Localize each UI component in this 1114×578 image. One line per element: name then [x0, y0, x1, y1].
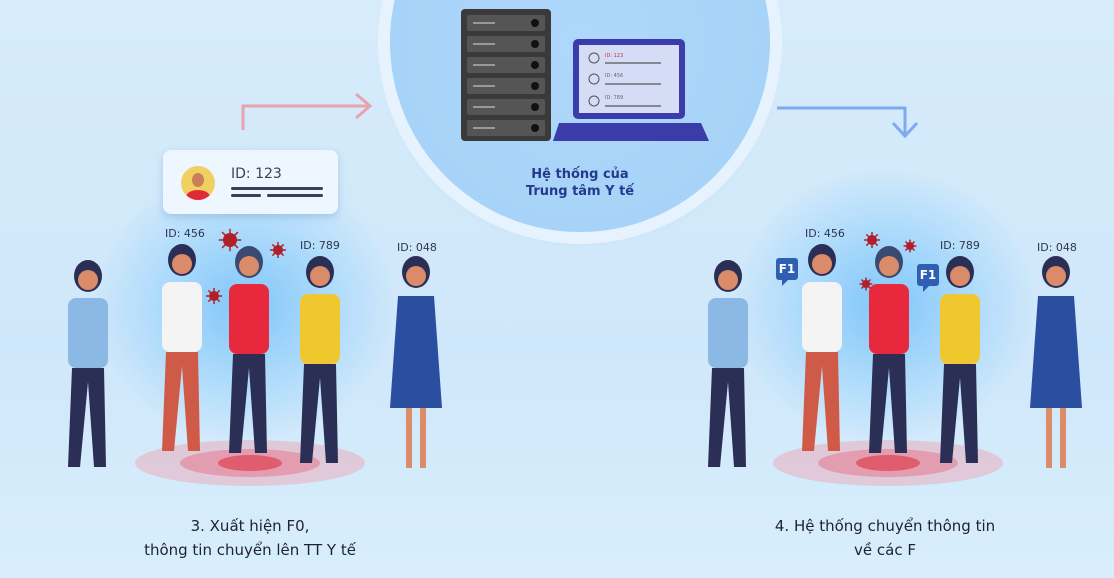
id-label: ID: 048 [397, 241, 437, 254]
caption-line: thông tin chuyển lên TT Y tế [144, 541, 356, 559]
server-laptop-illustration: ID: 123 ID: 456 ID: 789 [461, 9, 709, 141]
avatar [181, 166, 215, 200]
virus-icon [206, 288, 222, 304]
card-id: ID: 123 [231, 166, 282, 182]
id-label: ID: 789 [300, 239, 340, 252]
person-figure [229, 246, 269, 453]
virus-icon [270, 242, 286, 258]
virus-icon [864, 232, 880, 248]
person-figure [802, 244, 842, 451]
person-figure [940, 256, 980, 463]
svg-text:ID: 123: ID: 123 [605, 53, 623, 59]
person-figure [1030, 256, 1082, 468]
virus-icon [859, 277, 873, 291]
svg-text:ID: 456: ID: 456 [605, 73, 623, 79]
person-figure [390, 256, 442, 468]
step-4-caption: 4. Hệ thống chuyển thông tin về các F [715, 514, 1055, 562]
id-label: ID: 456 [165, 227, 205, 240]
person-figure [162, 244, 202, 451]
arrow-up-to-hub [241, 92, 373, 130]
virus-icon [218, 228, 242, 252]
patient-id-card: ID: 123 [163, 150, 338, 214]
svg-text:ID: 789: ID: 789 [605, 95, 623, 101]
person-figure [708, 260, 748, 467]
step-3-caption: 3. Xuất hiện F0, thông tin chuyển lên TT… [80, 514, 420, 562]
hub-title: Hệ thống của Trung tâm Y tế [480, 166, 680, 200]
f1-badge: F1 [917, 264, 939, 292]
id-label: ID: 456 [805, 227, 845, 240]
id-label: ID: 789 [940, 239, 980, 252]
caption-line: 4. Hệ thống chuyển thông tin [774, 517, 996, 535]
arrow-down-from-hub [777, 106, 919, 139]
hub-title-line1: Hệ thống của [531, 167, 629, 182]
person-figure [300, 256, 340, 463]
virus-icon [903, 239, 917, 253]
hub-title-line2: Trung tâm Y tế [525, 184, 635, 199]
caption-line: 3. Xuất hiện F0, [190, 517, 310, 535]
person-figure [68, 260, 108, 467]
caption-line: về các F [854, 541, 916, 559]
person-figure [869, 246, 909, 453]
id-label: ID: 048 [1037, 241, 1077, 254]
f1-badge: F1 [776, 258, 798, 286]
